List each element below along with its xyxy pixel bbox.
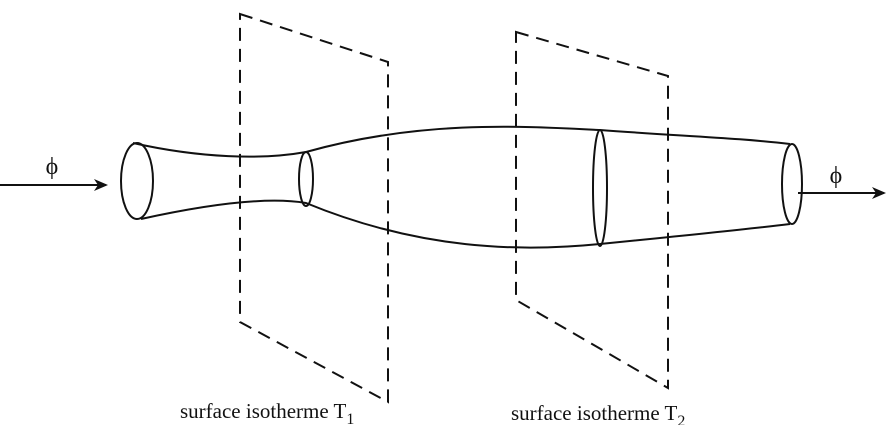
flux-out-label: ϕ: [830, 163, 843, 189]
tube-section-t2: [593, 130, 607, 246]
flux-tube-top-wall: [133, 127, 790, 157]
isotherm-label-t2-text: surface isotherme T: [511, 401, 678, 425]
isotherm-label-t1-subscript: 1: [346, 411, 354, 425]
flux-tube-bottom-wall: [141, 201, 790, 248]
tube-section-t1: [299, 152, 313, 206]
flux-in-label: ϕ: [46, 154, 59, 180]
isotherm-plane-t2: [516, 32, 668, 388]
isotherm-plane-t1: [240, 14, 388, 402]
tube-inlet-section: [121, 143, 153, 219]
isotherm-label-t1: surface isotherme T1: [180, 399, 354, 425]
tube-outlet-section: [782, 144, 802, 224]
isotherm-label-t1-text: surface isotherme T: [180, 399, 347, 423]
isotherm-label-t2: surface isotherme T2: [511, 401, 685, 425]
isotherm-label-t2-subscript: 2: [677, 413, 685, 425]
